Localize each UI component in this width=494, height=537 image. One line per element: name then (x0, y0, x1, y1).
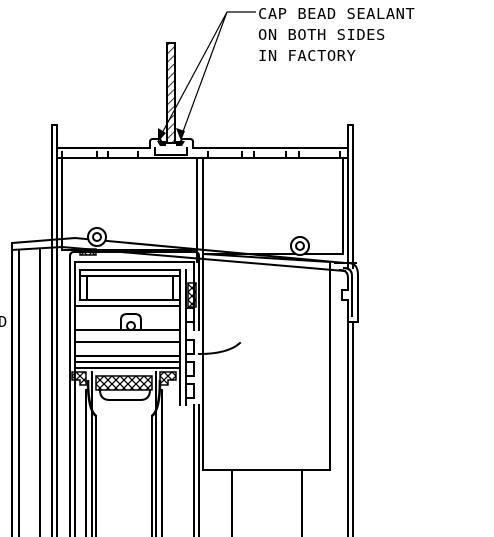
annotation-line-3: IN FACTORY (258, 47, 356, 65)
annotation-line-2: ON BOTH SIDES (258, 26, 386, 44)
glazing-fin (166, 42, 176, 144)
glazing-unit (69, 371, 177, 537)
annotation-line-1: CAP BEAD SEALANT (258, 5, 415, 23)
leader-line-right (180, 11, 228, 138)
mullion-frame (10, 124, 357, 537)
vent-sash-profile (68, 248, 200, 406)
right-hook-profile (334, 262, 359, 323)
annotation-callout: CAP BEAD SEALANT ON BOTH SIDES IN FACTOR… (158, 5, 415, 142)
left-side-lines (11, 242, 41, 537)
clipped-edge-label: D (0, 313, 7, 331)
cap-bead-sealant (149, 138, 194, 156)
leader-arrow-right (176, 128, 185, 141)
infill-panel (193, 252, 354, 537)
